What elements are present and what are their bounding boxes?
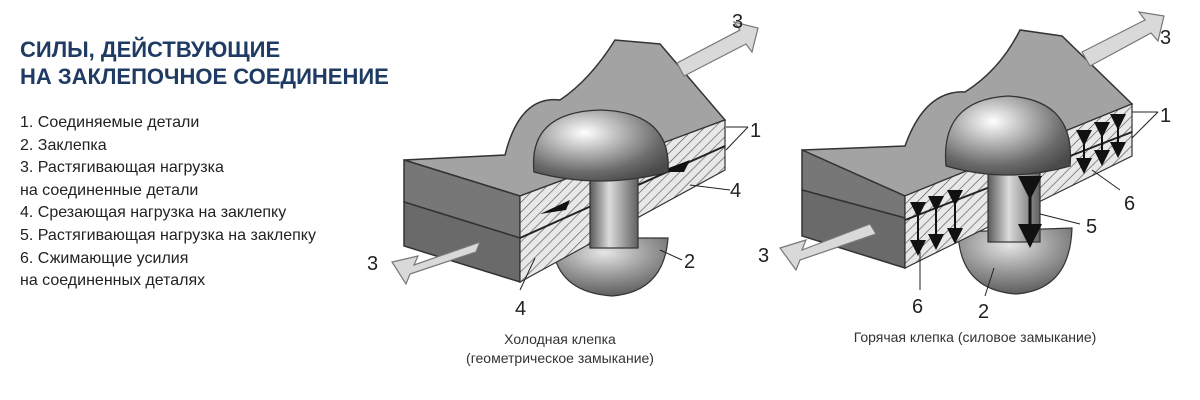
cold-caption-line-1: Холодная клепка [504,331,616,347]
cold-caption-line-2: (геометрическое замыкание) [466,350,654,366]
cold-shear-mark [540,200,570,214]
hot-rivet-dome [944,95,1072,176]
hot-rivet-bottom-head [957,227,1073,295]
title-line-2: на заклепочное соединение [20,64,389,89]
cold-label-3-left: 3 [367,253,378,275]
legend-item: 1. Соединяемые детали [20,112,316,135]
legend-item-text: 6. Сжимающие усилия [20,249,189,267]
page-title: Силы, действующие на заклепочное соедине… [20,36,389,90]
legend-item-text: 4. Срезающая нагрузка на заклепку [20,204,287,222]
hot-label-6-right: 6 [1124,193,1135,215]
legend-item: 2. Заклепка [20,135,316,158]
cold-rivet-bottom-head [551,237,669,297]
legend-item-text: 5. Растягивающая нагрузка на заклепку [20,226,316,244]
cold-label-4-right: 4 [730,180,741,202]
legend-item: 4. Срезающая нагрузка на заклепку [20,202,316,225]
hot-label-2: 2 [978,301,989,323]
cold-rivet-dome [532,109,669,182]
cold-rivet-caption: Холодная клепка (геометрическое замыкани… [440,330,680,368]
legend-item-text: на соединенных деталях [20,272,206,290]
legend-item: 5. Растягивающая нагрузка на заклепку [20,225,316,248]
hot-label-5: 5 [1086,216,1097,238]
legend-item-text: 3. Растягивающая нагрузка [20,159,224,177]
cold-label-1: 1 [750,120,761,142]
title-line-1: Силы, действующие [20,37,281,62]
legend-item-text: 1. Соединяемые детали [20,114,200,131]
hot-label-6-bottom: 6 [912,296,923,318]
hot-rivet-diagram: 3 3 1 6 6 5 2 [758,11,1171,323]
legend-item-text: на соединенные детали [20,181,199,199]
cold-label-3-top: 3 [732,11,743,33]
legend-item-text: 2. Заклепка [20,136,107,154]
cold-rivet-diagram: 3 3 1 4 4 2 [367,11,761,320]
cold-label-2: 2 [684,251,695,273]
cold-tension-arrow-top [676,21,759,77]
hot-caption-line-1: Горячая клепка (силовое замыкание) [853,329,1097,345]
hot-tension-arrow-top [1081,11,1165,67]
cold-rivet-shank [589,169,639,249]
cold-tension-arrow-left [391,241,482,286]
legend-item: 6. Сжимающие усилия на соединенных деталя… [20,248,316,293]
hot-label-3-top: 3 [1160,27,1171,49]
hot-label-3-left: 3 [758,245,769,267]
legend-list: 1. Соединяемые детали 2. Заклепка 3. Рас… [20,112,316,293]
hot-label-1: 1 [1160,105,1171,127]
hot-tension-arrow-left [779,223,877,272]
hot-rivet-caption: Горячая клепка (силовое замыкание) [810,328,1140,347]
cold-label-4-bottom: 4 [515,298,526,320]
legend-item: 3. Растягивающая нагрузка на соединенные … [20,157,316,202]
